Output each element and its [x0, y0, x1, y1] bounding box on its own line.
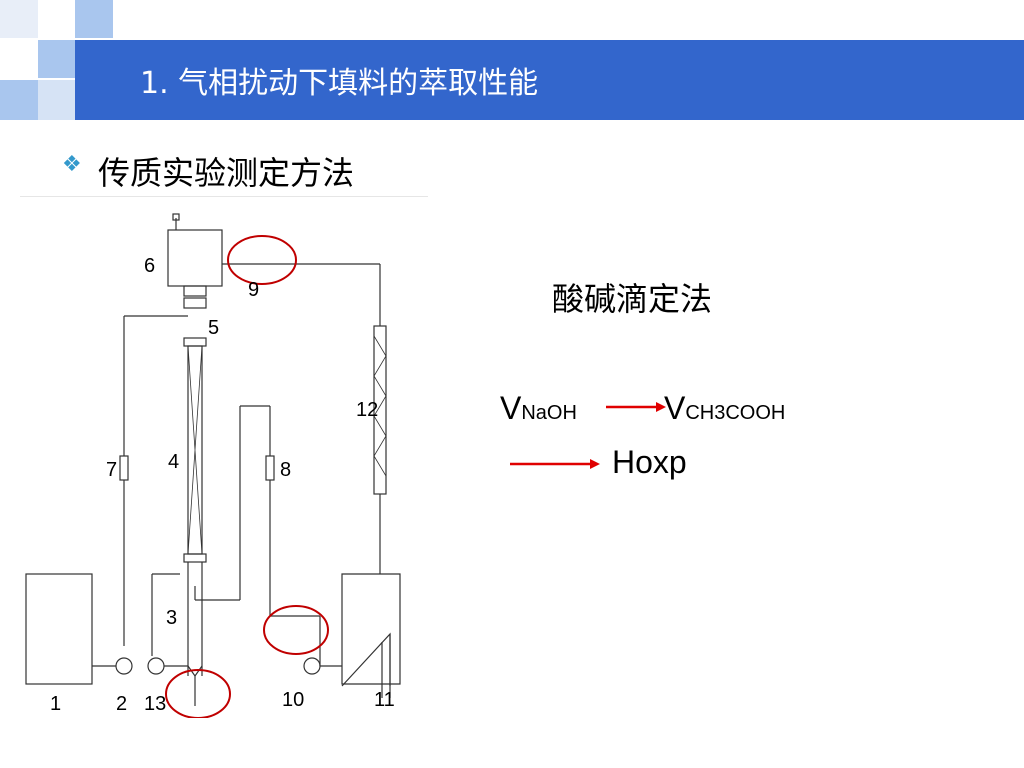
result-hoxp: Hoxp	[612, 444, 687, 480]
method-label: 酸碱滴定法	[552, 280, 713, 318]
diagram-label: 13	[144, 693, 166, 715]
diagram-label: 5	[208, 317, 219, 339]
diagram-label: 8	[280, 459, 291, 481]
arrow-right-icon	[606, 402, 666, 412]
diagram-label: 7	[106, 459, 117, 481]
diagram-label: 4	[168, 451, 179, 473]
diagram-label: 2	[116, 693, 127, 715]
decor-square	[38, 80, 75, 120]
diagram-label: 1	[50, 693, 61, 715]
pump-2	[115, 657, 133, 675]
highlight-circle	[227, 235, 297, 285]
page-title: 1. 气相扰动下填料的萃取性能	[140, 66, 539, 101]
tank-11	[341, 573, 401, 685]
diagram-label: 6	[144, 255, 155, 277]
highlight-circle	[165, 669, 231, 718]
v2-symbol: V	[664, 390, 686, 426]
arrow-right-icon	[510, 459, 600, 469]
diagram-label: 11	[374, 689, 395, 711]
acetic-acid-volume: VCH3COOH	[664, 390, 785, 427]
decor-square	[75, 0, 113, 38]
v2-subscript: CH3COOH	[685, 402, 786, 424]
apparatus-diagram: 1 2 3 4 5 6 7 8 9 10 11 12 13	[20, 196, 428, 718]
v1-subscript: NaOH	[521, 402, 577, 424]
decor-square	[0, 0, 38, 38]
section-subtitle: 传质实验测定方法	[98, 154, 355, 192]
tank-1	[25, 573, 93, 685]
decor-square	[0, 80, 38, 120]
diamond-cluster-icon: ❖	[62, 152, 82, 177]
highlight-circle	[263, 605, 329, 655]
decor-square	[38, 40, 75, 78]
v1-symbol: V	[500, 390, 522, 426]
diagram-label: 9	[248, 279, 259, 301]
diagram-label: 10	[282, 689, 304, 711]
diagram-label: 12	[356, 399, 378, 421]
diagram-label: 3	[166, 607, 177, 629]
title-bar	[75, 40, 1024, 120]
naoh-volume: VNaOH	[500, 390, 577, 427]
